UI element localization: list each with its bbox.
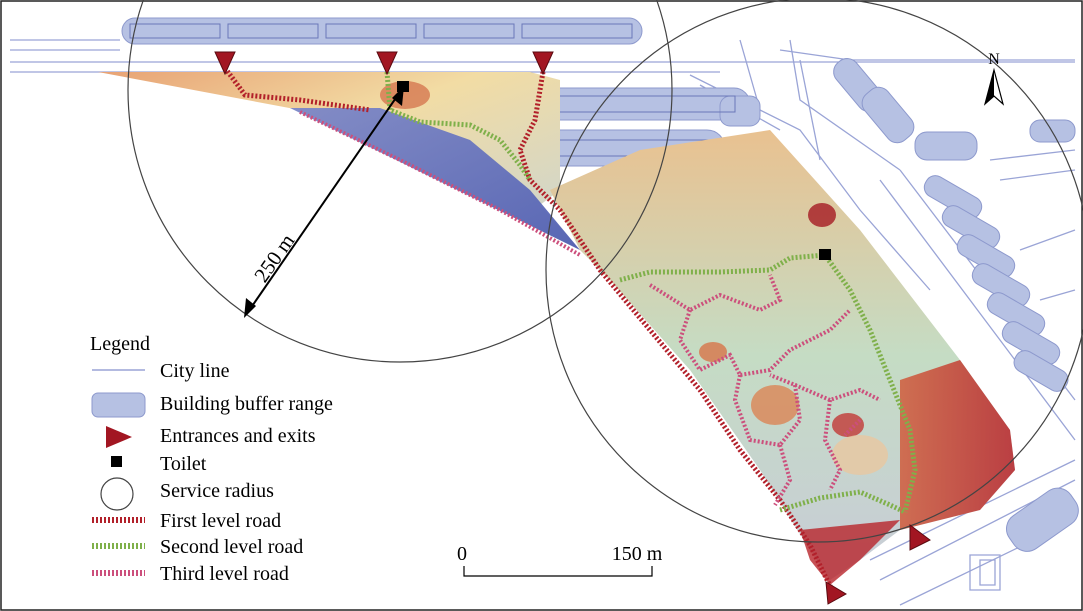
north-arrow: N (983, 51, 1005, 106)
third-level-roads (299, 110, 881, 507)
park-east-edge (900, 360, 1015, 530)
scale-end-label: 150 m (612, 543, 663, 565)
hotspot-west (699, 342, 727, 362)
entrance-marker (909, 524, 931, 551)
scale-bar: 0 150 m (457, 543, 663, 577)
service-circle-east (545, 0, 1083, 543)
toilets (397, 81, 831, 260)
hotspot-inner (832, 435, 888, 475)
legend-label-entrance: Entrances and exits (160, 425, 316, 447)
legend-title: Legend (90, 333, 150, 355)
legend-symbol-building (91, 392, 146, 418)
legend-label-second-road: Second level road (160, 536, 303, 558)
legend-label-city-line: City line (160, 360, 230, 382)
park-north-strip (98, 72, 580, 250)
legend-label-service-radius: Service radius (160, 480, 274, 502)
legend-label-building: Building buffer range (160, 393, 333, 415)
service-circle-north (127, 0, 673, 363)
entrance-marker (532, 51, 554, 76)
legend: Legend City line Building buffer range E… (90, 333, 333, 585)
entrance-marker (376, 51, 398, 76)
toilet-marker (819, 249, 831, 260)
hotspot-south (832, 413, 864, 437)
service-radius-circles (127, 0, 1083, 543)
legend-symbol-service-radius (100, 477, 134, 511)
hotspot-east (808, 203, 836, 227)
toilet-marker (397, 81, 409, 92)
legend-symbol-toilet (111, 456, 122, 467)
entrance-marker (825, 581, 847, 605)
second-level-roads (384, 71, 918, 515)
hotspot-center (751, 385, 799, 425)
legend-label-toilet: Toilet (160, 453, 207, 475)
legend-symbol-entrance (106, 426, 132, 448)
entrance-marker (214, 51, 236, 76)
building-outlines (129, 23, 736, 157)
scale-start-label: 0 (457, 543, 467, 565)
north-label: N (988, 51, 1000, 68)
entrances (214, 51, 931, 605)
legend-label-first-road: First level road (160, 510, 281, 532)
legend-label-third-road: Third level road (160, 563, 289, 585)
